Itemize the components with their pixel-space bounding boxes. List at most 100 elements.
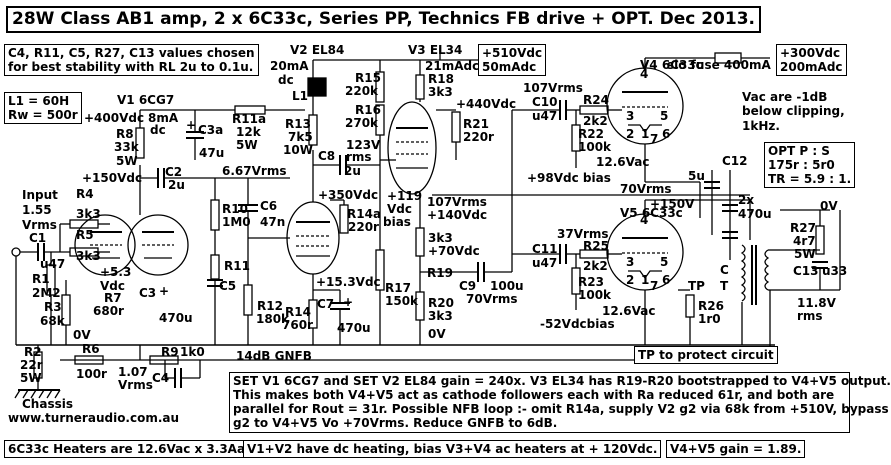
label-r8w: 5W xyxy=(116,154,138,168)
label-c1v: u47 xyxy=(40,257,66,271)
label-r1: R1 xyxy=(32,272,50,286)
label-v123: 123V xyxy=(346,138,381,152)
label-v400: +400Vdc xyxy=(84,111,145,125)
label-v118: 11.8V xyxy=(797,296,836,310)
vac-note: Vac are -1dB below clipping, 1kHz. xyxy=(742,90,845,133)
label-tp: TP xyxy=(688,279,705,293)
label-c9: C9 xyxy=(459,279,477,293)
label-r21: R21 xyxy=(463,117,489,131)
summary-note: SET V1 6CG7 and SET V2 EL84 gain = 240x.… xyxy=(229,372,891,433)
label-vdc1: Vdc xyxy=(100,279,125,293)
summary-line-4: g2 to V4+V5 Vo +70Vrms. Reduce GNFB to 6… xyxy=(233,416,558,431)
label-r2w: 5W xyxy=(20,371,42,385)
label-r13w: 10W xyxy=(283,143,313,157)
label-v70o: 70Vrms xyxy=(620,182,672,196)
label-r27: R27 xyxy=(790,221,816,235)
choke-line-2: Rw = 500r xyxy=(8,108,78,123)
label-r9v: 1k0 xyxy=(180,345,205,359)
label-v440: +440Vdc xyxy=(456,97,517,111)
chassis-label: Chassis xyxy=(22,397,73,411)
label-i8: 8mA xyxy=(148,111,179,125)
label-c11v: u47 xyxy=(532,256,558,270)
label-c1: C1 xyxy=(29,231,47,245)
label-v153: +15.3Vdc xyxy=(316,275,381,289)
label-v107cr: Vrms xyxy=(118,378,153,392)
label-v140: +140Vdc xyxy=(427,208,488,222)
label-r13: R13 xyxy=(285,117,311,131)
label-r21v: 220r xyxy=(463,130,494,144)
label-i20: 20mA xyxy=(270,59,309,73)
label-r20v: 3k3 xyxy=(428,309,453,323)
label-r6: R6 xyxy=(82,342,100,356)
label-l1: L1 xyxy=(292,89,308,103)
label-v118r: rms xyxy=(797,309,823,323)
label-r3v: 68k xyxy=(40,314,65,328)
label-r8: R8 xyxy=(116,127,134,141)
label-r25: R25 xyxy=(583,239,609,253)
label-r10: R10 xyxy=(222,202,248,216)
v3-label: V3 EL34 xyxy=(408,43,463,57)
label-r7v: 680r xyxy=(93,304,124,318)
label-r12v: 180k xyxy=(256,312,290,326)
v3-tube xyxy=(387,101,437,195)
pin-v5-6: 6 xyxy=(662,273,671,287)
label-r22v: 100k xyxy=(578,140,612,154)
vac-line-3: 1kHz. xyxy=(742,118,780,133)
pin-v4-1: 1 xyxy=(641,127,650,141)
vac-line-2: below clipping, xyxy=(742,104,845,119)
pin-v4-5: 5 xyxy=(660,109,669,123)
label-h126b: 12.6Vac xyxy=(602,304,656,318)
gain-note: V4+V5 gain = 1.89. xyxy=(666,440,806,459)
tp-note: TP to protect circuit xyxy=(634,346,778,365)
label-c6v: 47n xyxy=(260,215,286,229)
label-v70: R19 xyxy=(427,266,453,280)
summary-line-3: parallel for Rout = 31r. Possible NFB lo… xyxy=(233,402,889,417)
summary-line-1: SET V1 6CG7 and SET V2 EL84 gain = 240x.… xyxy=(233,374,891,388)
label-c6: C6 xyxy=(260,199,278,213)
label-input: Input xyxy=(22,188,58,202)
label-r16v: 270k xyxy=(345,116,379,130)
pin-v5-1: 1 xyxy=(641,273,650,287)
label-c3v: 470u xyxy=(159,311,193,325)
label-r14: R14 xyxy=(285,305,311,319)
supply-510-line-1: +510Vdc xyxy=(482,46,543,60)
label-c2v: 2u xyxy=(168,178,185,192)
label-b119b: bias xyxy=(383,215,411,229)
summary-line-2: This makes both V4+V5 act as cathode fol… xyxy=(233,388,835,403)
stability-note: C4, R11, C5, R27, C13 values chosen for … xyxy=(4,44,259,77)
label-c13v: u33 xyxy=(822,264,848,278)
supply-300-line-2: 200mAdc xyxy=(780,60,843,75)
label-c8v: 2u xyxy=(344,164,361,178)
label-r23v: 100k xyxy=(578,288,612,302)
v5-label: V5 6C33c xyxy=(620,206,683,220)
label-c7: C7 xyxy=(317,297,335,311)
label-v37: 37Vrms xyxy=(557,227,609,241)
label-r18v: 3k3 xyxy=(428,85,453,99)
label-r10v: 1M0 xyxy=(222,215,251,229)
label-i20dc: dc xyxy=(278,73,294,87)
label-r25v: 2k2 xyxy=(583,259,608,273)
supply-300-line-1: +300Vdc xyxy=(780,46,841,60)
label-r9: R9 xyxy=(161,345,179,359)
label-ct2: T xyxy=(720,279,729,293)
label-r4: R4 xyxy=(76,187,94,201)
label-r27w: 5W xyxy=(794,247,816,261)
label-b98: +98Vdc bias xyxy=(527,171,611,185)
label-h126a: 12.6Vac xyxy=(596,155,650,169)
label-zero2: 0V xyxy=(428,327,446,341)
label-c11: C11 xyxy=(532,242,558,256)
v1-tube xyxy=(74,214,189,276)
stability-line-2: for best stability with RL 2u to 0.1u. xyxy=(8,60,254,75)
label-r19: 3k3 xyxy=(428,231,453,245)
supply-510-box: +510Vdc 50mAdc xyxy=(478,44,547,77)
label-v150a: +150Vdc xyxy=(82,171,143,185)
label-v53: +5.3 xyxy=(100,265,132,279)
label-i21: 21mAdc xyxy=(425,59,480,73)
supply-510-line-2: 50mAdc xyxy=(482,60,537,75)
label-v150b: +150V xyxy=(650,197,695,211)
label-v667: 6.67Vrms xyxy=(222,164,287,178)
label-r26v: 1r0 xyxy=(698,312,721,326)
label-c12: C12 xyxy=(722,154,748,168)
label-c9v: 100u xyxy=(490,279,524,293)
label-r16: R16 xyxy=(355,103,381,117)
